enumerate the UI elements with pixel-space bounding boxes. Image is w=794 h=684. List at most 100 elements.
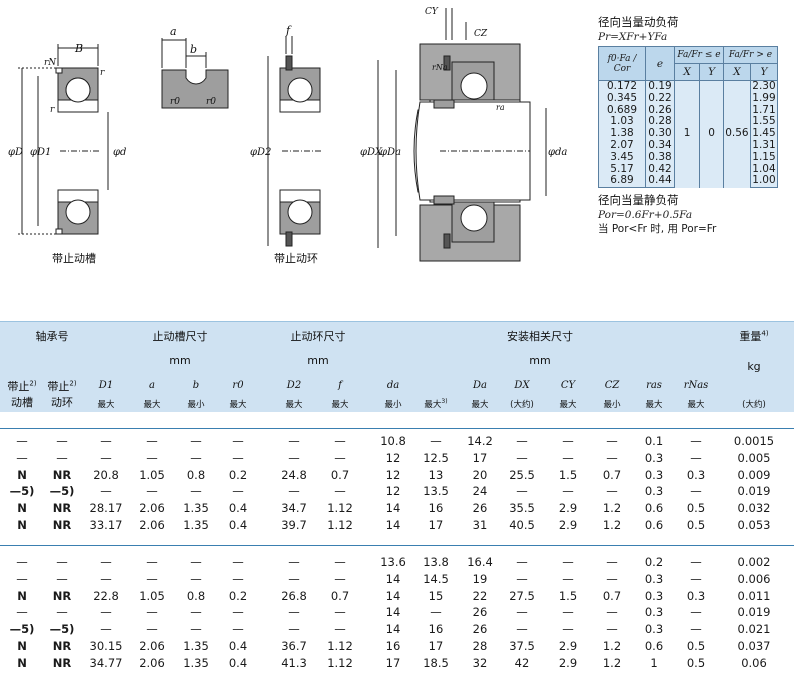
table-cell: — xyxy=(16,450,28,465)
table-cell: 12.5 xyxy=(423,450,449,465)
table-cell: 17 xyxy=(428,518,444,532)
col-head-symbol: D1 xyxy=(98,380,114,391)
col-head-symbol: da xyxy=(386,380,400,391)
table-cell: — xyxy=(146,605,158,620)
table-cell: NR xyxy=(52,655,72,670)
ratio-cell: 0.345 xyxy=(598,92,646,105)
table-cell: 1.35 xyxy=(183,501,209,516)
table-cell: 0.037 xyxy=(737,639,771,653)
table-cell: — xyxy=(100,571,112,586)
table-cell: 1.5 xyxy=(558,467,578,482)
col-head-sub: 最大 xyxy=(97,400,115,410)
x-le-cell: 1 xyxy=(673,80,701,188)
table-cell: — xyxy=(190,571,202,586)
table-cell: 0.4 xyxy=(228,501,248,516)
table-cell: 0.4 xyxy=(228,518,248,532)
table-cell: — xyxy=(288,555,300,569)
col-head-sub: 最大 xyxy=(229,400,247,410)
table-cell: 0.005 xyxy=(737,450,771,465)
dynamic-load-title: 径向当量动负荷 xyxy=(598,15,679,29)
table-cell: — xyxy=(562,605,574,620)
e-cell: 0.30 xyxy=(645,127,675,140)
table-cell: NR xyxy=(52,639,72,653)
table-cell: 0.019 xyxy=(737,605,771,620)
e-cell: 0.28 xyxy=(645,116,675,129)
table-cell: 39.7 xyxy=(281,518,307,532)
table-cell: 1.05 xyxy=(139,588,165,603)
table-cell: 25.5 xyxy=(509,467,535,482)
table-cell: 28.17 xyxy=(89,501,123,516)
table-cell: 0.3 xyxy=(644,467,664,482)
y-gt-cell: 1.04 xyxy=(749,162,779,176)
table-cell: — xyxy=(334,622,346,637)
table-cell: 2.06 xyxy=(139,655,165,670)
table-cell: — xyxy=(690,434,702,448)
table-cell: — xyxy=(100,605,112,620)
col-head-symbol: r0 xyxy=(232,380,244,391)
table-cell: 13.6 xyxy=(380,555,406,569)
svg-text:rNa: rNa xyxy=(432,63,448,72)
static-load-note: 当 Por<Fr 时, 用 Por=Fr xyxy=(598,223,717,236)
table-cell: 2.9 xyxy=(558,655,578,670)
col-head-sub: 最大 xyxy=(645,400,663,410)
col-head-sub: 最小 xyxy=(384,400,402,410)
table-cell: — xyxy=(606,605,618,620)
table-cell: 14 xyxy=(385,605,401,620)
col-head-symbol: a xyxy=(149,380,155,391)
table-cell: — xyxy=(516,622,528,637)
ratio-cell: 0.172 xyxy=(598,80,646,93)
col-head-sub: 最大 xyxy=(471,400,489,410)
table-cell: 0.021 xyxy=(737,622,771,637)
table-cell: 34.77 xyxy=(89,655,123,670)
e-cell: 0.26 xyxy=(645,104,675,117)
table-cell: 13 xyxy=(428,467,444,482)
table-cell: N xyxy=(17,518,27,532)
table-cell: 0.4 xyxy=(228,655,248,670)
table-cell: — xyxy=(516,571,528,586)
table-cell: — xyxy=(690,450,702,465)
table-cell: 12 xyxy=(385,450,401,465)
table-cell: — xyxy=(100,434,112,448)
table-cell: 17 xyxy=(428,639,444,653)
table-cell: 1.5 xyxy=(558,588,578,603)
table-cell: 1.2 xyxy=(602,518,622,532)
unit-mm-mount: mm xyxy=(529,354,551,367)
table-cell: — xyxy=(100,555,112,569)
col-head-sub: 最大 xyxy=(285,400,303,410)
table-cell: 42 xyxy=(514,655,530,670)
e-cell: 0.44 xyxy=(645,174,675,189)
table-cell: 0.6 xyxy=(644,501,664,516)
table-cell: — xyxy=(100,484,112,499)
table-cell: — xyxy=(606,484,618,499)
table-cell: — xyxy=(562,571,574,586)
table-cell: — xyxy=(288,434,300,448)
table-row: ————————10.8—14.2———0.1—0.0015 xyxy=(0,433,794,450)
col-head-line2: 动槽 xyxy=(11,396,33,409)
table-cell: 20 xyxy=(472,467,488,482)
svg-text:φD1: φD1 xyxy=(30,147,51,158)
le-header: Fa/Fr ≤ e xyxy=(674,46,724,64)
table-cell: 1.35 xyxy=(183,655,209,670)
table-cell: 16 xyxy=(385,639,401,653)
ratio-cell: 3.45 xyxy=(598,151,646,164)
svg-text:ra: ra xyxy=(496,103,505,112)
svg-text:φDa: φDa xyxy=(380,147,401,158)
table-cell: NR xyxy=(52,501,72,516)
table-cell: 0.5 xyxy=(686,501,706,516)
table-cell: 0.019 xyxy=(737,484,771,499)
table-cell: 40.5 xyxy=(509,518,535,532)
table-cell: — xyxy=(334,571,346,586)
table-cell: — xyxy=(232,555,244,569)
table-cell: 1.35 xyxy=(183,639,209,653)
table-cell: 37.5 xyxy=(509,639,535,653)
table-cell: 14 xyxy=(385,622,401,637)
table-cell: NR xyxy=(52,467,72,482)
col-head-symbol: D2 xyxy=(286,380,302,391)
